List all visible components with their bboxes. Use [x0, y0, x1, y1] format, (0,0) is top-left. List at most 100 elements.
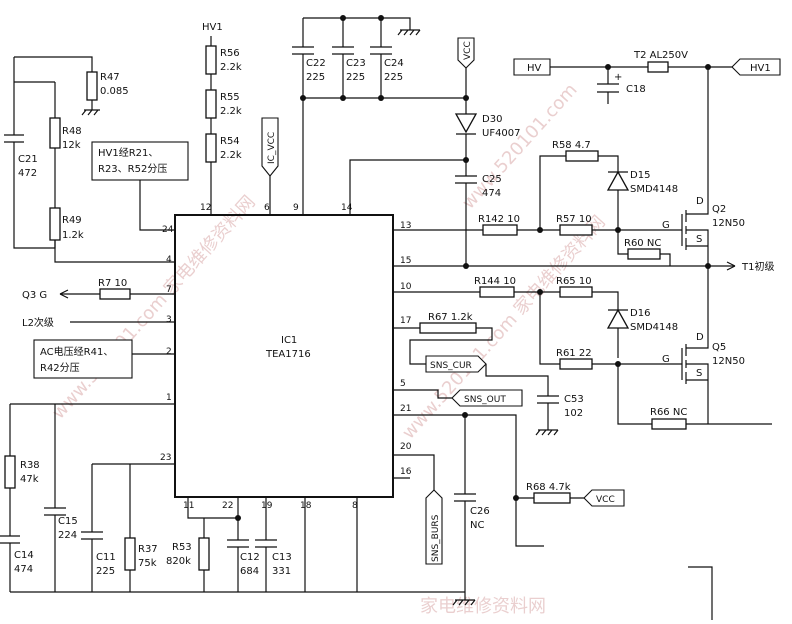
pin-5-label: 5	[400, 379, 406, 389]
tag-vcc-top	[457, 37, 475, 69]
note-hv1-line2: R23、R52分压	[98, 163, 167, 175]
junction-c23-bottom	[340, 95, 346, 101]
wire-pin20	[393, 454, 435, 490]
resistor-r58	[565, 150, 599, 162]
label-ic-vcc: IC_VCC	[267, 132, 277, 164]
fuse-t2	[647, 61, 669, 73]
r55-name: R55	[220, 92, 240, 103]
pin-3-label: 3	[166, 315, 172, 325]
resistor-r68	[533, 492, 571, 504]
label-q3g: Q3 G	[22, 290, 47, 301]
resistor-r144	[479, 286, 515, 298]
note-ac-line2: R42分压	[40, 362, 80, 374]
r54-name: R54	[220, 136, 240, 147]
resistor-r49	[49, 207, 61, 241]
r49-value: 1.2k	[62, 230, 84, 241]
c53-value: 102	[564, 408, 583, 419]
tag-ic-vcc	[261, 117, 279, 177]
label-sns-burs: SNS_BURS	[431, 514, 441, 562]
r54-value: 2.2k	[220, 150, 242, 161]
capacitor-c18	[597, 67, 619, 104]
pin-18-label: 18	[300, 501, 312, 511]
c22-value: 225	[306, 72, 325, 83]
label-sns-cur: SNS_CUR	[430, 361, 472, 371]
pin-8-label: 8	[352, 501, 358, 511]
ground-r47	[81, 109, 100, 116]
diode-d30	[454, 113, 478, 134]
c23-value: 225	[346, 72, 365, 83]
r37-name: R37	[138, 544, 158, 555]
r53-name: R53	[172, 542, 192, 553]
c18-plus: +	[614, 72, 622, 83]
junction-c22-bottom	[300, 95, 306, 101]
resistor-r60	[627, 248, 661, 260]
q5-drain-source	[686, 342, 709, 424]
resistor-r7	[99, 288, 131, 300]
d15-value: SMD4148	[630, 184, 678, 195]
wire-pin21	[393, 414, 544, 547]
capacitors-c22-c24	[292, 46, 392, 55]
r48-name: R48	[62, 126, 82, 137]
resistor-r47	[86, 71, 98, 101]
r56-value: 2.2k	[220, 62, 242, 73]
pin-13-label: 13	[400, 221, 411, 231]
note-hv1-line1: HV1经R21、	[98, 146, 158, 159]
pin-7-label: 7	[166, 285, 172, 295]
q2-d-label: D	[696, 196, 704, 207]
pin-12-label: 12	[200, 203, 211, 213]
resistor-r48	[49, 117, 61, 149]
pin-1-label: 1	[166, 393, 172, 403]
wire-pin18-pin8	[304, 497, 358, 592]
tag-sns-cur	[425, 355, 487, 373]
c24-value: 225	[384, 72, 403, 83]
d15-name: D15	[630, 170, 650, 181]
pin-6-label: 6	[264, 203, 270, 213]
pin-20-label: 20	[400, 442, 412, 452]
watermark-4: 家电维修资料网	[420, 596, 546, 617]
note-hv1-divider	[91, 141, 189, 181]
ic1-body	[174, 214, 394, 498]
wire-r60	[617, 230, 671, 266]
r7-label: R7 10	[98, 278, 127, 289]
junction-pin14	[463, 157, 469, 163]
ic1-designator: IC1	[281, 335, 297, 346]
junction-c24-bottom	[378, 95, 384, 101]
arrow-q3g	[59, 289, 69, 299]
t2-label: T2 AL250V	[633, 50, 688, 61]
wire-pin5	[393, 389, 452, 399]
c13-value: 331	[272, 566, 291, 577]
r65-label: R65 10	[556, 276, 592, 287]
wire-pin24	[139, 180, 175, 231]
r47-value: 0.085	[100, 86, 129, 97]
q5-d-label: D	[696, 332, 704, 343]
r60-label: R60 NC	[624, 238, 661, 249]
capacitor-c15	[44, 507, 66, 516]
r37-value: 75k	[138, 558, 157, 569]
label-hv1-out: HV1	[750, 63, 771, 74]
pin-4-label: 4	[166, 255, 172, 265]
q2-value: 12N50	[712, 218, 745, 229]
q2-drain-source	[686, 200, 709, 266]
arrow-t1	[726, 261, 736, 271]
note-ac-divider	[33, 339, 133, 379]
r68-label: R68 4.7k	[526, 482, 571, 493]
resistor-r55	[205, 89, 217, 119]
capacitor-c14	[0, 535, 20, 544]
pin-21-label: 21	[400, 404, 411, 414]
c25-name: C25	[482, 174, 502, 185]
junction-r68	[513, 495, 519, 501]
wire-c53	[485, 364, 549, 430]
resistor-r37	[124, 537, 136, 571]
r67-label: R67 1.2k	[428, 312, 473, 323]
c21-value: 472	[18, 168, 37, 179]
label-hv-in: HV	[527, 63, 542, 74]
capacitor-c25	[455, 175, 477, 184]
q2-s-label: S	[696, 234, 702, 245]
capacitor-c21	[4, 134, 24, 143]
label-t1: T1初级	[741, 260, 774, 273]
r61-label: R61 22	[556, 348, 592, 359]
resistor-r61	[559, 358, 593, 370]
tag-sns-out	[451, 389, 523, 407]
tag-sns-burs	[425, 489, 443, 565]
